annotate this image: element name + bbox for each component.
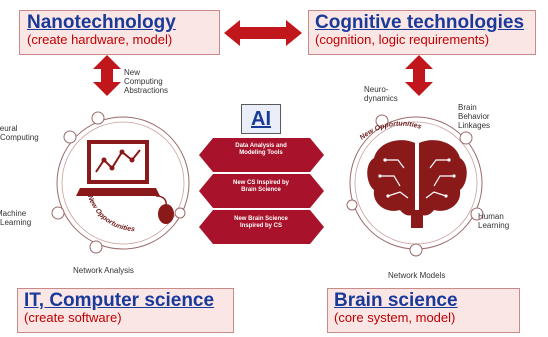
node-label-human-learning: Human Learning — [478, 212, 510, 231]
box-title: Brain science — [334, 290, 458, 311]
node-dot — [91, 111, 105, 125]
node-dot — [89, 240, 103, 254]
box-title: Cognitive technologies — [315, 12, 525, 33]
left-circle — [51, 111, 190, 254]
node-label-network-analysis: Network Analysis — [73, 266, 134, 275]
node-label-neural-computing: Neural Computing — [0, 124, 39, 143]
node-label-brain-behavior: Brain Behavior Linkages — [458, 103, 491, 131]
box-title: Nanotechnology — [27, 12, 176, 33]
node-label-computing-abstractions: New Computing Abstractions — [124, 68, 169, 96]
node-dot — [174, 207, 186, 219]
node-label-network-models: Network Models — [388, 271, 446, 280]
brain-icon — [367, 140, 467, 228]
node-dot — [346, 199, 358, 211]
box-subtitle: (create software) — [24, 309, 122, 325]
cross-arrow-label: New CS Inspired by Brain Science — [232, 180, 289, 194]
double-arrow-vertical-left — [93, 55, 121, 96]
center-arrows — [199, 138, 324, 244]
cross-arrow-label: New Brain Science Inspired by CS — [234, 216, 288, 230]
double-arrow-horizontal — [224, 20, 302, 46]
box-subtitle: (core system, model) — [334, 309, 456, 325]
cross-arrow — [199, 174, 324, 208]
ai-label-box: AI — [241, 104, 281, 134]
node-dot — [470, 207, 484, 221]
cross-arrow — [199, 138, 324, 172]
cross-arrow-label: Data Analysis and Modeling Tools — [235, 143, 287, 157]
laptop-icon — [76, 140, 174, 224]
box-subtitle: (create hardware, model) — [27, 31, 173, 47]
cognitive-technologies-box: Cognitive technologies (cognition, logic… — [308, 10, 536, 55]
node-dot — [51, 206, 65, 220]
right-circle — [346, 114, 484, 257]
brain-science-box: Brain science (core system, model) — [327, 288, 520, 333]
ai-label: AI — [251, 108, 271, 130]
box-title: IT, Computer science — [24, 290, 215, 311]
node-dot — [375, 114, 389, 128]
left-inner-label: New Opportunities — [86, 194, 135, 233]
node-label-neuro-dynamics: Neuro-dynamics — [364, 85, 398, 104]
cross-arrow — [199, 210, 324, 244]
node-label-machine-learning: Machine Learning — [0, 209, 32, 228]
nanotechnology-box: Nanotechnology (create hardware, model) — [19, 10, 220, 55]
double-arrow-vertical-right — [405, 55, 433, 96]
node-dot — [409, 243, 423, 257]
box-subtitle: (cognition, logic requirements) — [315, 31, 490, 47]
node-dot — [63, 130, 77, 144]
computer-science-box: IT, Computer science (create software) — [17, 288, 234, 333]
right-inner-label: New Opportunities — [359, 121, 423, 142]
node-dot — [459, 131, 473, 145]
